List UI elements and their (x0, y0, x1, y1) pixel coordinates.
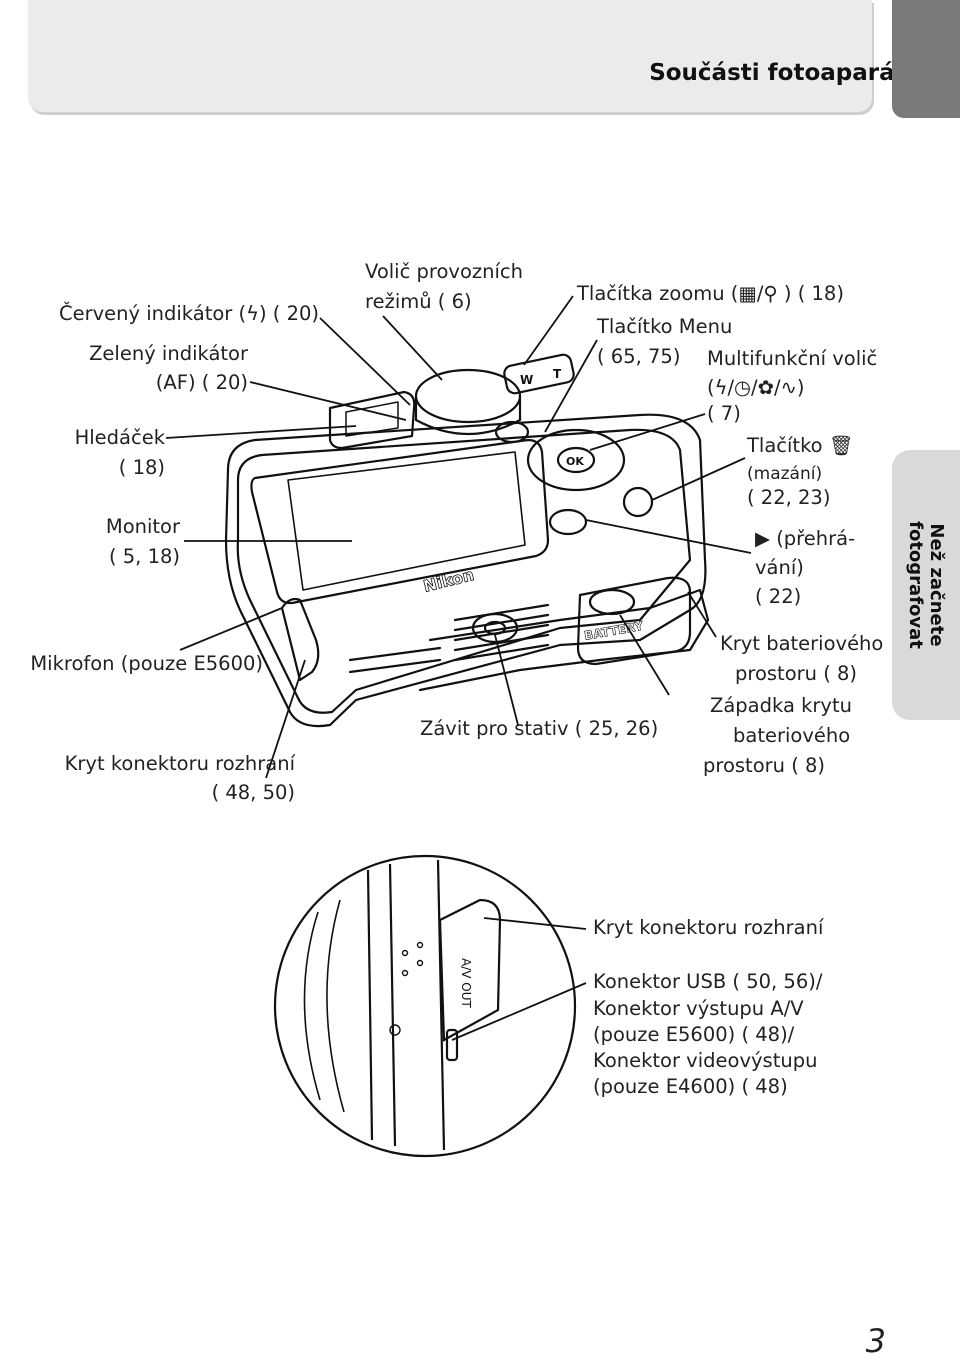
label-interface-cover-2: ( 48, 50) (211, 781, 295, 804)
label-battery-latch-3: prostoru ( 8) (703, 754, 826, 777)
label-viewfinder-1: Hledáček (74, 426, 165, 449)
label-delete-button-1: Tlačítko 🗑 (747, 434, 854, 457)
page-number: 3 (865, 1322, 886, 1360)
label-viewfinder-2: ( 18) (118, 456, 165, 479)
label-delete-button-2: (mazání) (747, 464, 823, 484)
viewfinder (328, 390, 416, 450)
label-battery-latch-2: bateriového (733, 724, 851, 747)
monitor-screen (287, 451, 526, 591)
detail-port-label: A/V OUT (459, 958, 473, 1009)
battery-latch (588, 588, 636, 616)
detail-interface-cover (438, 898, 502, 1042)
page-title: Součásti fotoaparátu (649, 60, 922, 86)
label-battery-latch-1: Západka krytu (710, 694, 852, 717)
label-battery-cover-2: prostoru ( 8) (735, 662, 858, 685)
label-multi-selector-2: (ϟ/◷/✿/∿) (707, 376, 805, 399)
label-detail-cover: Kryt konektoru rozhraní (593, 916, 824, 939)
monitor-frame (250, 438, 550, 605)
delete-button (622, 486, 654, 518)
detail-circle (273, 854, 577, 1158)
label-detail-usb-5: (pouze E4600) ( 48) (593, 1075, 788, 1098)
multi-selector (526, 428, 626, 492)
label-mode-dial-1: Volič provozních (365, 260, 523, 283)
label-multi-selector-3: ( 7) (707, 402, 741, 425)
section-side-tab[interactable] (892, 450, 960, 720)
interface-cover (280, 597, 320, 682)
label-green-indicator-1: Zelený indikátor (89, 342, 248, 365)
label-zoom-buttons: Tlačítka zoomu (▦/⚲ ) ( 18) (577, 282, 844, 305)
corner-tab (892, 0, 960, 118)
label-detail-usb-4: Konektor videovýstupu (593, 1049, 818, 1072)
label-battery-cover-1: Kryt bateriového (720, 632, 884, 655)
label-tripod: Závit pro stativ ( 25, 26) (420, 717, 659, 740)
menu-button (494, 420, 530, 444)
label-interface-cover-1: Kryt konektoru rozhraní (64, 752, 295, 775)
label-menu-button-1: Tlačítko Menu (597, 315, 733, 338)
label-monitor-2: ( 5, 18) (108, 545, 180, 568)
label-multi-selector-1: Multifunkční volič (707, 347, 878, 370)
label-mode-dial-2: režimů ( 6) (365, 290, 472, 313)
label-detail-usb-3: (pouze E5600) ( 48)/ (593, 1023, 795, 1046)
camera-body-outline (224, 413, 707, 728)
label-microphone: Mikrofon (pouze E5600) (30, 652, 263, 675)
label-red-indicator: Červený indikátor (ϟ) ( 20) (58, 302, 319, 325)
label-detail-usb-2: Konektor výstupu A/V (593, 997, 804, 1020)
label-playback-3: ( 22) (755, 585, 802, 608)
playback-button (548, 508, 588, 536)
zoom-t-mark: T (553, 367, 562, 381)
ok-mark: OK (566, 455, 584, 468)
label-playback-2: vání) (755, 556, 804, 579)
header-bar (28, 0, 872, 112)
label-green-indicator-2: (AF) ( 20) (155, 371, 248, 394)
zoom-w-mark: W (520, 373, 533, 387)
battery-cover (576, 576, 692, 666)
label-monitor-1: Monitor (105, 515, 180, 538)
label-playback-1: ▶ (přehrá- (755, 527, 856, 550)
brand-mark: Nikon (421, 565, 476, 596)
label-menu-button-2: ( 65, 75) (597, 345, 681, 368)
label-detail-usb-1: Konektor USB ( 50, 56)/ (593, 970, 823, 993)
zoom-rocker (503, 353, 575, 395)
detail-usb-port (445, 1028, 459, 1062)
label-delete-button-3: ( 22, 23) (747, 486, 831, 509)
